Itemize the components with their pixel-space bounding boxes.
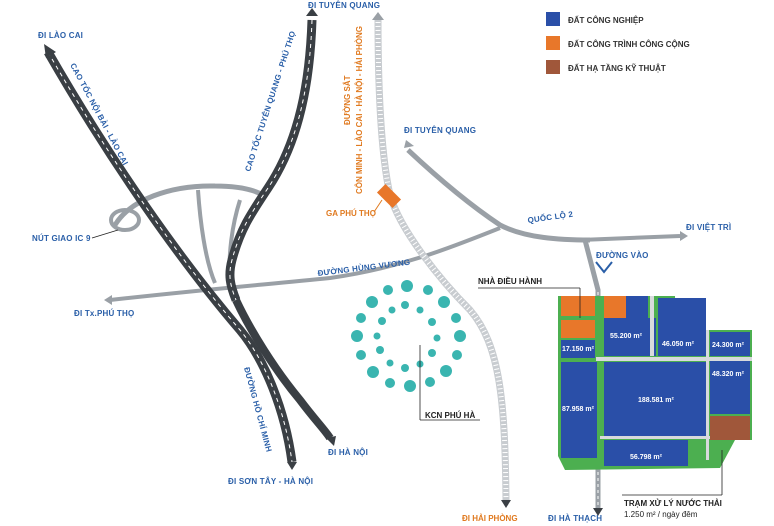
industrial-park <box>558 296 752 470</box>
label-viet-tri: ĐI VIỆT TRÌ <box>686 223 731 232</box>
plot-label-46050: 46.050 m² <box>662 341 695 348</box>
label-tram-2: 1.250 m² / ngày đêm <box>624 510 698 519</box>
plot-188581 <box>604 362 708 436</box>
road-quoc-lo-2-west <box>406 148 591 243</box>
nut-giao-leader <box>91 229 119 239</box>
arrow-ha-noi <box>326 436 336 446</box>
park-road-h2 <box>600 436 710 439</box>
arrow-hai-phong <box>501 500 511 508</box>
label-son-tay: ĐI SƠN TÂY - HÀ NỘI <box>228 477 313 486</box>
label-railway-1: ĐƯỜNG SẮT <box>343 75 352 125</box>
plot-label-56798: 56.798 m² <box>630 454 663 461</box>
plot-wastewater <box>710 416 750 440</box>
arrow-lao-cai <box>44 44 56 58</box>
plot-24300 <box>710 332 750 356</box>
legend-swatch-public <box>546 36 560 50</box>
legend-swatch-industrial <box>546 12 560 26</box>
plot-label-55200: 55.200 m² <box>610 333 643 340</box>
label-tuyen-quang-mid: ĐI TUYÊN QUANG <box>404 126 476 135</box>
kcn-dot-ring <box>351 280 466 392</box>
road-ic9-loop <box>112 183 267 227</box>
label-nut-giao: NÚT GIAO IC 9 <box>32 234 91 243</box>
label-ha-thach: ĐI HÀ THẠCH <box>548 514 602 523</box>
plot-label-48320: 48.320 m² <box>712 371 745 378</box>
label-tram-1: TRẠM XỬ LÝ NƯỚC THẢI <box>624 499 722 508</box>
plot-public-2 <box>561 320 595 338</box>
plot-87958 <box>561 362 597 458</box>
road-expressway-tq-pt-line <box>229 19 313 301</box>
label-tuyen-quang-top: ĐI TUYÊN QUANG <box>308 1 380 10</box>
label-hung-vuong: ĐƯỜNG HÙNG VƯƠNG <box>317 258 411 278</box>
park-road-h <box>596 357 752 361</box>
arrow-tx-phu-tho <box>104 295 112 305</box>
station-leader <box>373 199 383 213</box>
label-hai-phong: ĐI HẢI PHÒNG <box>462 514 518 523</box>
arrow-tq-rail <box>372 12 384 20</box>
road-quoc-lo-2-east <box>579 234 681 242</box>
legend-label-technical: ĐẤT HẠ TẦNG KỸ THUẬT <box>568 63 666 73</box>
plot-public-1 <box>561 296 595 316</box>
plot-48320 <box>710 360 750 414</box>
arrow-viet-tri <box>680 231 688 241</box>
label-expressway-noi-bai: CAO TỐC NỘI BÀI - LÀO CAI <box>68 61 131 167</box>
road-hung-vuong <box>109 226 501 302</box>
legend-swatch-technical <box>546 60 560 74</box>
railway-ties <box>375 17 509 501</box>
label-ga-phu-tho: GA PHÚ THỌ <box>326 209 376 218</box>
plot-55200 <box>604 318 656 356</box>
label-duong-vao: ĐƯỜNG VÀO <box>596 251 649 260</box>
label-railway-2: CÔN MINH - LÀO CAI - HÀ NỘI - HẢI PHÒNG <box>355 26 364 194</box>
label-tx-phu-tho: ĐI Tx.PHÚ THỌ <box>74 309 134 318</box>
road-expressway-tq-pt <box>225 19 317 302</box>
road-ic9-ring <box>109 208 141 232</box>
plot-56798 <box>604 440 688 466</box>
legend-label-public: ĐẤT CÔNG TRÌNH CÔNG CỘNG <box>568 39 690 49</box>
label-ha-noi: ĐI HÀ NỘI <box>328 448 368 457</box>
arrow-ha-thach <box>593 508 603 516</box>
plot-label-87958: 87.958 m² <box>562 406 595 413</box>
park-road-v <box>706 330 709 460</box>
plot-17150 <box>561 340 595 358</box>
plot-55200-top <box>626 296 648 318</box>
plot-label-17150: 17.150 m² <box>562 346 595 353</box>
plot-public-3 <box>604 296 626 318</box>
legend: ĐẤT CÔNG NGHIỆP ĐẤT CÔNG TRÌNH CÔNG CỘNG… <box>546 12 690 74</box>
arrow-tq-mid <box>404 140 414 148</box>
arrow-tq-top <box>306 8 318 16</box>
park-road-v2 <box>650 296 654 356</box>
plot-label-188581: 188.581 m² <box>638 397 674 404</box>
plot-46050 <box>658 298 706 356</box>
label-quoc-lo-2: QUỐC LỘ 2 <box>527 209 574 225</box>
road-ic9-ramp <box>196 189 217 284</box>
label-lao-cai: ĐI LÀO CAI <box>38 31 83 40</box>
label-nha-dieu-hanh: NHÀ ĐIỀU HÀNH <box>478 276 542 286</box>
plot-label-24300: 24.300 m² <box>712 342 745 349</box>
arrow-son-tay <box>287 462 297 470</box>
station-ga-phu-tho <box>376 183 402 209</box>
road-ho-chi-minh <box>232 298 334 441</box>
label-kcn: KCN PHÚ HÀ <box>425 411 475 420</box>
road-expressway-noi-bai-line <box>47 51 293 463</box>
legend-label-industrial: ĐẤT CÔNG NGHIỆP <box>568 15 644 25</box>
duong-vao-arrow <box>595 261 613 274</box>
